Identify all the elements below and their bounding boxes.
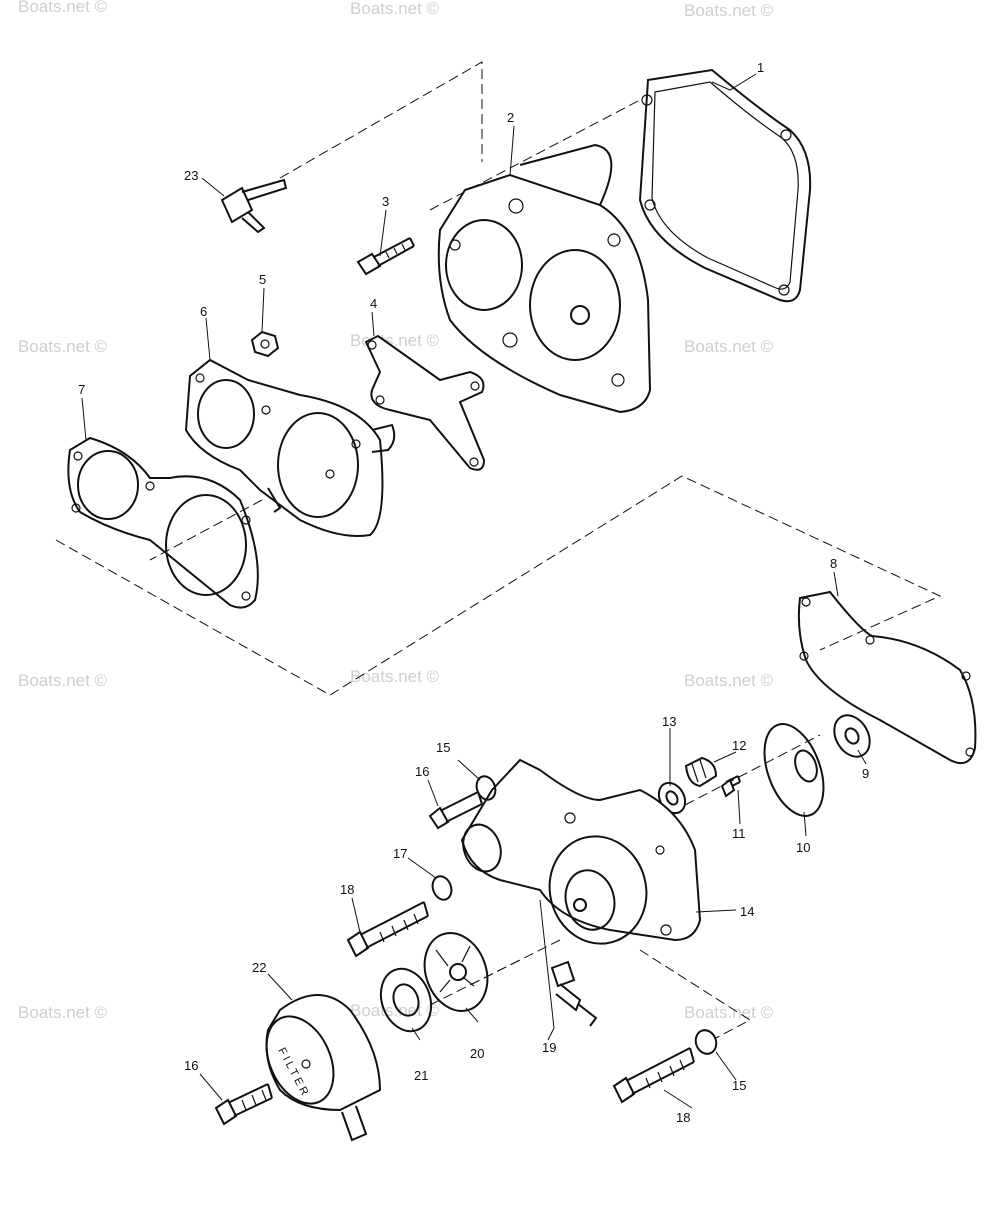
- filter-cover-22: FILTER: [265, 994, 382, 1142]
- diaphragm-10: [763, 723, 825, 817]
- pump-housing-14: [460, 758, 702, 945]
- watermarks: Boats.net © Boats.net © Boats.net © Boat…: [18, 0, 774, 1022]
- callout-10: 10: [796, 840, 810, 855]
- bracket-4: [364, 334, 486, 471]
- callout-18: 18: [676, 1110, 690, 1125]
- callout-13: 13: [662, 714, 676, 729]
- gasket-left: [67, 436, 259, 609]
- leader-lines: [81, 73, 867, 1109]
- watermark: Boats.net ©: [18, 1003, 108, 1022]
- callout-9: 9: [862, 766, 869, 781]
- callout-15: 15: [732, 1078, 746, 1093]
- callout-18: 18: [340, 882, 354, 897]
- callout-17: 17: [393, 846, 407, 861]
- watermark: Boats.net ©: [684, 1003, 774, 1022]
- callout-22: 22: [252, 960, 266, 975]
- bolt-3: [356, 237, 415, 276]
- callout-8: 8: [830, 556, 837, 571]
- nut-5: [250, 330, 280, 358]
- lock-washer-15: [475, 775, 497, 801]
- callout-2: 2: [507, 110, 514, 125]
- callout-19: 19: [542, 1040, 556, 1055]
- callout-7: 7: [78, 382, 85, 397]
- callout-labels: 1 2 3 4 5 6 7 8 9 10 11 12 13 14 15 15 1…: [78, 60, 869, 1125]
- callout-1: 1: [757, 60, 764, 75]
- watermark: Boats.net ©: [350, 1001, 440, 1020]
- fitting-12: [684, 756, 718, 788]
- watermark: Boats.net ©: [350, 0, 440, 18]
- fitting-19: [550, 960, 598, 1027]
- watermark: Boats.net ©: [18, 337, 108, 356]
- callout-16: 16: [184, 1058, 198, 1073]
- washer-17: [431, 875, 453, 901]
- callout-16: 16: [415, 764, 429, 779]
- valve-plate-20: [423, 932, 489, 1012]
- watermark: Boats.net ©: [350, 667, 440, 686]
- screw-16: [214, 1083, 273, 1126]
- callout-21: 21: [414, 1068, 428, 1083]
- callout-3: 3: [382, 194, 389, 209]
- callout-5: 5: [259, 272, 266, 287]
- watermark: Boats.net ©: [684, 671, 774, 690]
- callout-6: 6: [200, 304, 207, 319]
- watermark: Boats.net ©: [684, 1, 774, 20]
- gasket-upper: [638, 68, 812, 303]
- callout-23: 23: [184, 168, 198, 183]
- screw-16: [428, 791, 483, 830]
- lock-washer-15: [694, 1029, 718, 1055]
- pump-cover: [437, 143, 652, 414]
- callout-4: 4: [370, 296, 377, 311]
- pump-plate-6: [184, 358, 396, 537]
- ring-21: [379, 967, 433, 1033]
- screw-11: [720, 775, 741, 798]
- elbow-fitting: [220, 178, 288, 234]
- screw-18: [346, 901, 429, 958]
- callout-20: 20: [470, 1046, 484, 1061]
- washer-9: [833, 714, 871, 758]
- watermark: Boats.net ©: [18, 671, 108, 690]
- callout-11: 11: [732, 826, 746, 841]
- gasket-8: [797, 590, 977, 764]
- callout-14: 14: [740, 904, 754, 919]
- watermark: Boats.net ©: [18, 0, 108, 16]
- callout-15: 15: [436, 740, 450, 755]
- callout-12: 12: [732, 738, 746, 753]
- watermark: Boats.net ©: [684, 337, 774, 356]
- screw-18: [612, 1047, 695, 1104]
